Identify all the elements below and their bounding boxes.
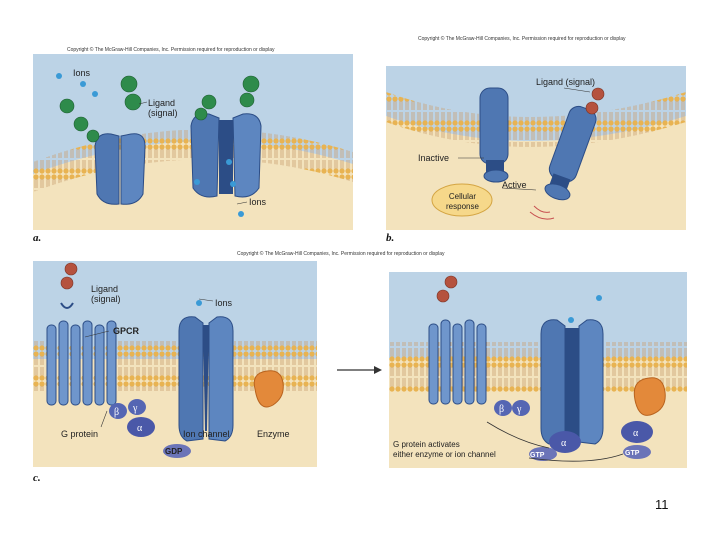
- panel-b-receptor: Ligand (signal) Inactive Active Cellular…: [386, 66, 686, 230]
- gpcr: [46, 320, 117, 406]
- activation-arrow-enzyme: [528, 453, 624, 462]
- panel-a-illustration: [33, 54, 353, 230]
- active-label: Active: [502, 180, 527, 190]
- gpcr-active: [428, 319, 487, 405]
- panel-c-illustration: β γ α: [33, 261, 317, 467]
- g-protein-label: G protein: [61, 429, 99, 439]
- activation-arrow-channel: [486, 421, 550, 449]
- gtp-left-label: GTP: [530, 452, 545, 459]
- ligand-c: [60, 262, 78, 290]
- response-waves: [533, 205, 551, 213]
- copyright-b: Copyright © The McGraw-Hill Companies, I…: [418, 36, 626, 42]
- open-ion-channel: [190, 113, 262, 198]
- beta-symbol-c: β: [114, 407, 119, 418]
- copyright-c: Copyright © The McGraw-Hill Companies, I…: [237, 251, 445, 257]
- ligands-a: [59, 75, 260, 143]
- ligands-b: [585, 87, 605, 115]
- copyright-a: Copyright © The McGraw-Hill Companies, I…: [67, 47, 275, 53]
- page-number: 11: [655, 497, 669, 512]
- gamma-symbol-c: γ: [132, 403, 138, 414]
- cellular-response-label: Cellular response: [446, 192, 479, 211]
- gpcr-label: GPCR: [113, 326, 140, 336]
- panel-d-illustration: β γ α α GTP GTP: [389, 272, 687, 468]
- gpcr-binding-site: [60, 302, 74, 309]
- panel-c-gpcr-active: β γ α α GTP GTP G protein activates eith…: [389, 272, 687, 468]
- g-protein-active: β γ α α: [494, 400, 653, 461]
- g-protein-inactive: β γ α: [109, 399, 191, 458]
- gtp-right-label: GTP: [625, 450, 640, 457]
- panel-c-gpcr-inactive: β γ α Ligand (signal) GPCR Ions G protei…: [33, 261, 317, 467]
- ligand-c-label: Ligand (signal): [91, 284, 121, 304]
- ion-c: [196, 300, 202, 306]
- alpha-symbol-c: α: [137, 423, 143, 434]
- panel-c-label: c.: [33, 472, 41, 484]
- inactive-label: Inactive: [418, 153, 450, 163]
- alpha-symbol-d-left: α: [561, 438, 567, 449]
- inactive-receptor: [479, 87, 509, 183]
- gdp-label: GDP: [165, 447, 183, 456]
- ions-a: [56, 73, 244, 217]
- alpha-symbol-d-right: α: [633, 428, 639, 439]
- beta-symbol-d: β: [499, 404, 504, 415]
- enzyme-active: [633, 377, 666, 416]
- ligand-b-label: Ligand (signal): [536, 77, 596, 87]
- panel-b-illustration: [386, 66, 686, 230]
- g-protein-activates-label: G protein activates either enzyme or ion…: [393, 440, 496, 459]
- gamma-symbol-d: γ: [516, 404, 522, 415]
- active-receptor: [544, 105, 597, 201]
- panel-b-label: b.: [386, 232, 395, 244]
- enzyme: [253, 370, 284, 408]
- closed-ion-channel: [94, 133, 146, 205]
- membrane-b: [386, 92, 686, 147]
- ions-c-label: Ions: [215, 298, 233, 308]
- ions-top-label: Ions: [73, 68, 91, 78]
- ligand-d: [436, 275, 458, 303]
- cellular-response-bubble: [431, 183, 493, 217]
- ion-channel: [178, 316, 234, 442]
- ion-channel-label: Ion channel: [183, 429, 230, 439]
- ligand-a-label: Ligand (signal): [148, 98, 178, 118]
- panel-a-label: a.: [33, 232, 42, 244]
- ion-channel-open: [540, 319, 604, 445]
- ions-bottom-label: Ions: [249, 197, 267, 207]
- enzyme-label: Enzyme: [257, 429, 290, 439]
- panel-a-ion-channel: Ions Ligand (signal) Ions: [33, 54, 353, 230]
